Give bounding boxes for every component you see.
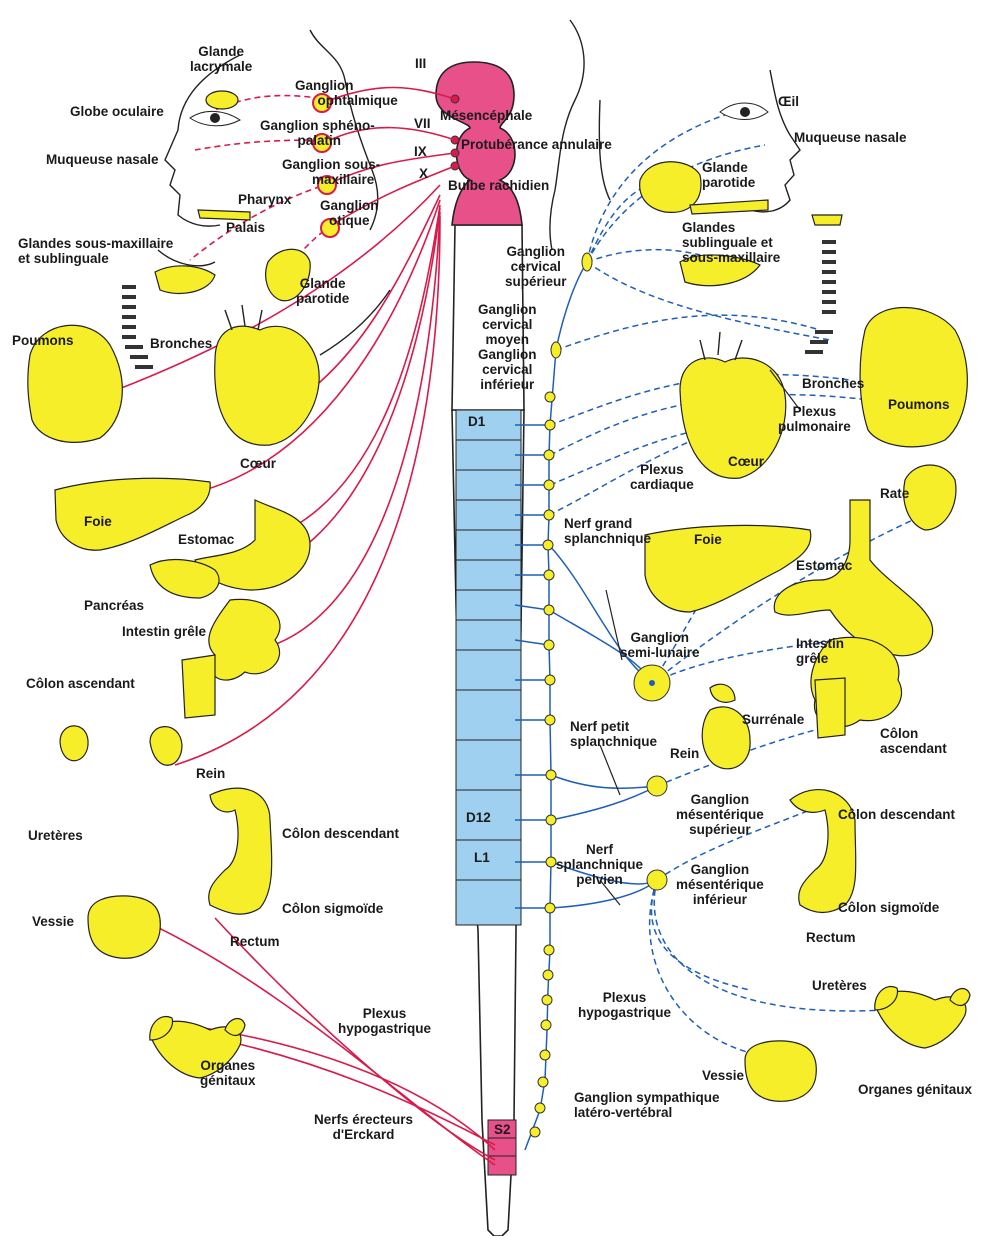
label-glande-lacrymale: Glande lacrymale <box>190 44 252 74</box>
label-vessie-left: Vessie <box>32 914 74 929</box>
label-organes-genitaux-right: Organes génitaux <box>858 1082 972 1097</box>
label-ganglion-ophtalmique: Ganglion ophtalmique <box>295 78 398 108</box>
label-bulbe: Bulbe rachidien <box>448 178 549 193</box>
label-colon-sigmoide-left: Côlon sigmoïde <box>282 901 383 916</box>
label-ganglion-mesenterique-inf: Ganglion mésentérique inférieur <box>676 862 764 907</box>
label-nerf-splanchnique-pelvien: Nerf splanchnique pelvien <box>556 842 643 887</box>
label-ganglion-cervical-superieur: Ganglion cervical supérieur <box>505 244 567 289</box>
cranial-nerve-iii: III <box>415 56 426 71</box>
label-rein-right: Rein <box>670 746 699 761</box>
label-ganglion-sympathique: Ganglion sympathique latéro-vertébral <box>574 1090 720 1120</box>
segment-l1: L1 <box>474 850 490 865</box>
label-poumons-left: Poumons <box>12 333 74 348</box>
label-glande-parotide-right: Glande parotide <box>702 160 755 190</box>
label-colon-ascendant-left: Côlon ascendant <box>26 676 135 691</box>
label-intestin-grele-right: Intestin grêle <box>796 636 844 666</box>
label-rate: Rate <box>880 486 909 501</box>
cranial-nerve-x: X <box>419 166 428 181</box>
label-nerf-grand-splanchnique: Nerf grand splanchnique <box>564 516 651 546</box>
label-ganglion-spheno-palatin: Ganglion sphéno- palatin <box>260 118 375 148</box>
label-ureteres-right: Uretères <box>812 978 867 993</box>
label-protuberance: Protubérance annulaire <box>461 137 612 152</box>
label-glandes-sublinguale-right: Glandes sublinguale et sous-maxillaire <box>682 220 780 265</box>
label-glande-parotide-left: Glande parotide <box>296 276 349 306</box>
label-surrenale: Surrénale <box>742 712 804 727</box>
segment-s2: S2 <box>494 1122 511 1137</box>
label-vessie-right: Vessie <box>702 1068 744 1083</box>
label-foie-right: Foie <box>694 532 722 547</box>
label-ganglion-otique: Ganglion otique <box>320 198 379 228</box>
cranial-nerve-vii: VII <box>414 116 431 131</box>
label-plexus-hypogastrique-center: Plexus hypogastrique <box>578 990 671 1020</box>
label-pharynx: Pharynx <box>238 192 291 207</box>
label-ureteres-left: Uretères <box>28 828 83 843</box>
label-oeil: Œil <box>778 94 799 109</box>
label-poumons-right: Poumons <box>888 397 950 412</box>
label-mesencephale: Mésencéphale <box>440 108 532 123</box>
label-globe-oculaire: Globe oculaire <box>70 104 164 119</box>
cranial-nerve-ix: IX <box>414 144 427 159</box>
label-ganglion-mesenterique-sup: Ganglion mésentérique supérieur <box>676 792 764 837</box>
label-muqueuse-nasale-right: Muqueuse nasale <box>794 130 907 145</box>
label-estomac-left: Estomac <box>178 532 234 547</box>
label-pancreas: Pancréas <box>84 598 144 613</box>
label-plexus-cardiaque: Plexus cardiaque <box>630 462 694 492</box>
thoracic-lumbar-segments <box>456 410 521 925</box>
label-ganglion-sous-maxillaire: Ganglion sous- maxillaire <box>282 157 380 187</box>
label-intestin-grele-left: Intestin grêle <box>122 624 206 639</box>
label-colon-descendant-left: Côlon descendant <box>282 826 399 841</box>
segment-d1: D1 <box>468 414 485 429</box>
label-bronches-left: Bronches <box>150 336 212 351</box>
label-foie-left: Foie <box>84 514 112 529</box>
label-bronches-right: Bronches <box>802 376 864 391</box>
label-colon-sigmoide-right: Côlon sigmoïde <box>838 900 939 915</box>
label-organes-genitaux-left: Organes génitaux <box>200 1058 256 1088</box>
label-ganglion-semi-lunaire: Ganglion semi-lunaire <box>620 630 700 660</box>
label-nerf-petit-splanchnique: Nerf petit splanchnique <box>570 719 657 749</box>
segment-d12: D12 <box>466 810 491 825</box>
label-colon-ascendant-right: Côlon ascendant <box>880 726 947 756</box>
label-estomac-right: Estomac <box>796 558 852 573</box>
label-coeur-right: Cœur <box>728 454 764 469</box>
label-rectum-left: Rectum <box>230 934 280 949</box>
label-palais: Palais <box>226 220 265 235</box>
label-nerfs-erecteurs: Nerfs érecteurs d'Erckard <box>314 1112 413 1142</box>
label-muqueuse-nasale-left: Muqueuse nasale <box>46 152 159 167</box>
right-head-outline <box>550 20 800 250</box>
label-ganglion-cervical-moyen-inferieur: Ganglion cervical moyen Ganglion cervica… <box>478 302 537 392</box>
label-coeur-left: Cœur <box>240 456 276 471</box>
label-plexus-pulmonaire: Plexus pulmonaire <box>778 404 851 434</box>
label-colon-descendant-right: Côlon descendant <box>838 807 955 822</box>
label-glandes-sous-maxillaire: Glandes sous-maxillaire et sublinguale <box>18 236 173 266</box>
label-rectum-right: Rectum <box>806 930 856 945</box>
label-plexus-hypogastrique-left: Plexus hypogastrique <box>338 1006 431 1036</box>
label-rein-left: Rein <box>196 766 225 781</box>
